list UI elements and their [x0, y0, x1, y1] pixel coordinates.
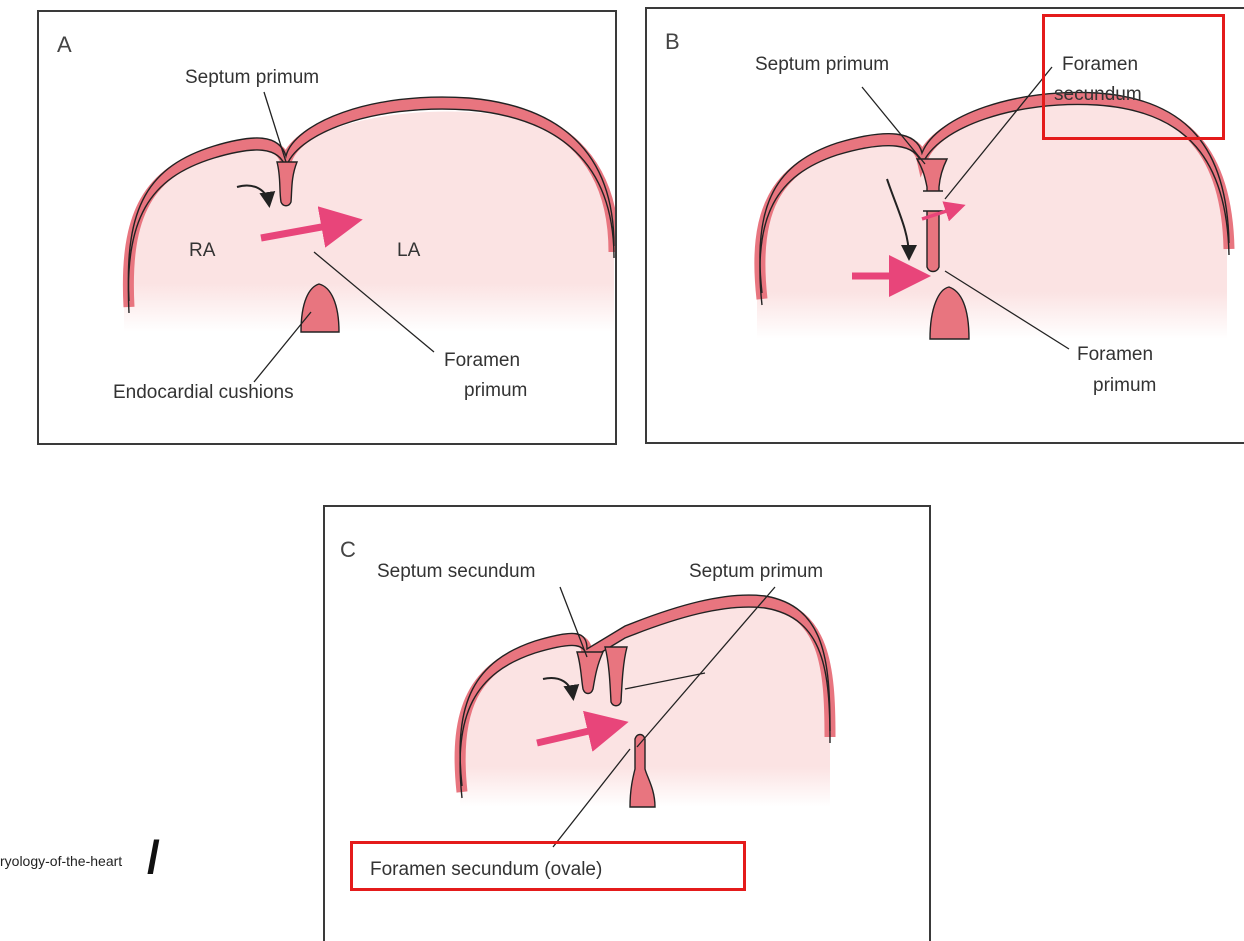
label-la: LA [397, 240, 420, 263]
label-foramen-primum-line2: primum [1093, 375, 1156, 398]
secundum-perforations [923, 191, 943, 211]
source-url-fragment: ryology-of-the-heart [0, 853, 122, 869]
label-foramen-primum-line1: Foramen [1077, 344, 1153, 367]
panel-b: B Septum primum Foramen secundum Foramen… [645, 7, 1244, 444]
panel-b-letter: B [665, 29, 680, 55]
label-septum-primum: Septum primum [689, 561, 823, 584]
panel-c: C Septum secundum Septum primum Foramen … [323, 505, 931, 941]
source-url-slash: / [147, 830, 160, 884]
label-septum-secundum: Septum secundum [377, 561, 535, 584]
label-septum-primum: Septum primum [185, 67, 319, 90]
label-septum-primum: Septum primum [755, 54, 889, 77]
panel-a-diagram [39, 12, 617, 445]
highlight-foramen-secundum [1042, 14, 1225, 140]
atrium-chamber [124, 111, 614, 332]
label-ra: RA [189, 240, 215, 263]
panel-a: A Septum primum RA LA Endocardial cushio… [37, 10, 617, 445]
panel-a-letter: A [57, 32, 72, 58]
highlight-foramen-ovale [350, 841, 746, 891]
label-endocardial-cushions: Endocardial cushions [113, 382, 294, 405]
label-foramen-primum-line2: primum [464, 380, 527, 403]
panel-c-letter: C [340, 537, 356, 563]
label-foramen-primum-line1: Foramen [444, 350, 520, 373]
